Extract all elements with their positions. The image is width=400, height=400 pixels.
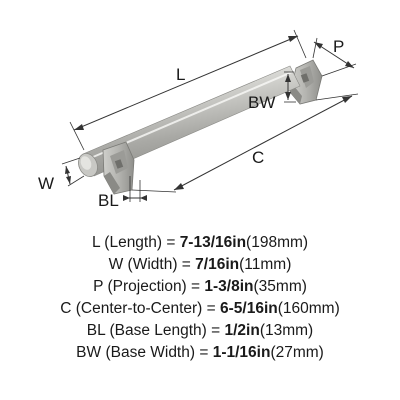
spec-metric: (13mm) [259, 322, 314, 339]
label-BL: BL [98, 191, 119, 210]
label-P: P [333, 37, 344, 56]
dimension-width: W [38, 157, 85, 193]
label-W: W [38, 174, 54, 193]
spec-length: L (Length) = 7-13/16in(198mm) [0, 232, 400, 254]
label-BW: BW [248, 93, 275, 112]
spec-metric: (160mm) [277, 300, 340, 317]
spec-projection: P (Projection) = 1-3/8in(35mm) [0, 276, 400, 298]
dimension-specs: L (Length) = 7-13/16in(198mm) W (Width) … [0, 232, 400, 364]
spec-metric: (11mm) [239, 256, 292, 273]
spec-metric: (35mm) [253, 278, 307, 295]
spec-name: P (Projection) = [93, 278, 205, 295]
spec-value: 7/16in [195, 256, 240, 273]
label-L: L [176, 65, 185, 84]
spec-base-width: BW (Base Width) = 1-1/16in(27mm) [0, 342, 400, 364]
dimension-base-width: BW [248, 71, 296, 112]
label-C: C [252, 148, 264, 167]
spec-value: 1-1/16in [212, 344, 271, 361]
spec-base-length: BL (Base Length) = 1/2in(13mm) [0, 320, 400, 342]
spec-name: L (Length) = [91, 234, 180, 251]
spec-name: W (Width) = [108, 256, 196, 273]
spec-center-to-center: C (Center-to-Center) = 6-5/16in(160mm) [0, 298, 400, 320]
spec-width: W (Width) = 7/16in(11mm) [0, 254, 400, 276]
spec-name: BL (Base Length) = [86, 322, 225, 339]
left-post [102, 141, 135, 195]
spec-name: BW (Base Width) = [76, 344, 213, 361]
spec-value: 6-5/16in [220, 300, 278, 317]
dimension-projection: P [312, 37, 357, 77]
right-post [289, 59, 323, 105]
pull-handle [78, 59, 323, 195]
spec-value: 7-13/16in [179, 234, 247, 251]
spec-value: 1/2in [224, 322, 260, 339]
dimension-length: L [69, 29, 307, 151]
spec-metric: (27mm) [270, 344, 324, 361]
spec-metric: (198mm) [246, 234, 309, 251]
spec-value: 1-3/8in [204, 278, 254, 295]
dimension-center-to-center: C [131, 93, 359, 193]
spec-name: C (Center-to-Center) = [60, 300, 221, 317]
dimension-base-length: BL [98, 176, 147, 210]
